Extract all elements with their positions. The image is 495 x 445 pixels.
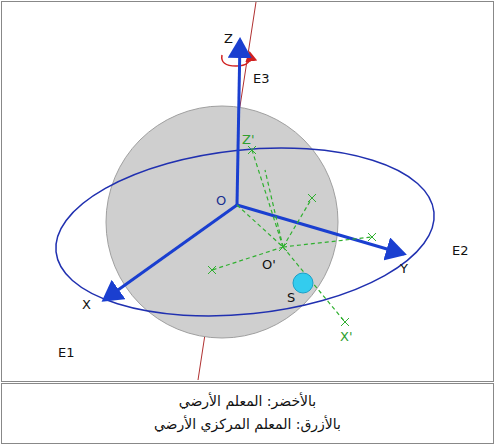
origin-label: O bbox=[216, 194, 226, 207]
axis-label: X' bbox=[340, 330, 352, 343]
caption-line: بالأزرق: المعلم المركزي الأرضي bbox=[0, 416, 495, 433]
frame-label: E3 bbox=[253, 72, 270, 85]
frame-label: E1 bbox=[58, 346, 75, 359]
axis-label: Z bbox=[224, 32, 233, 45]
point-label: S bbox=[287, 291, 295, 304]
origin-label: O' bbox=[262, 258, 276, 271]
frame-label: E2 bbox=[452, 244, 469, 257]
caption-line: بالأخضر: المعلم الأرضي bbox=[0, 393, 495, 410]
axis-label: X bbox=[82, 298, 91, 311]
axis-label: Z' bbox=[242, 133, 254, 146]
axis-label: Y bbox=[400, 262, 408, 275]
